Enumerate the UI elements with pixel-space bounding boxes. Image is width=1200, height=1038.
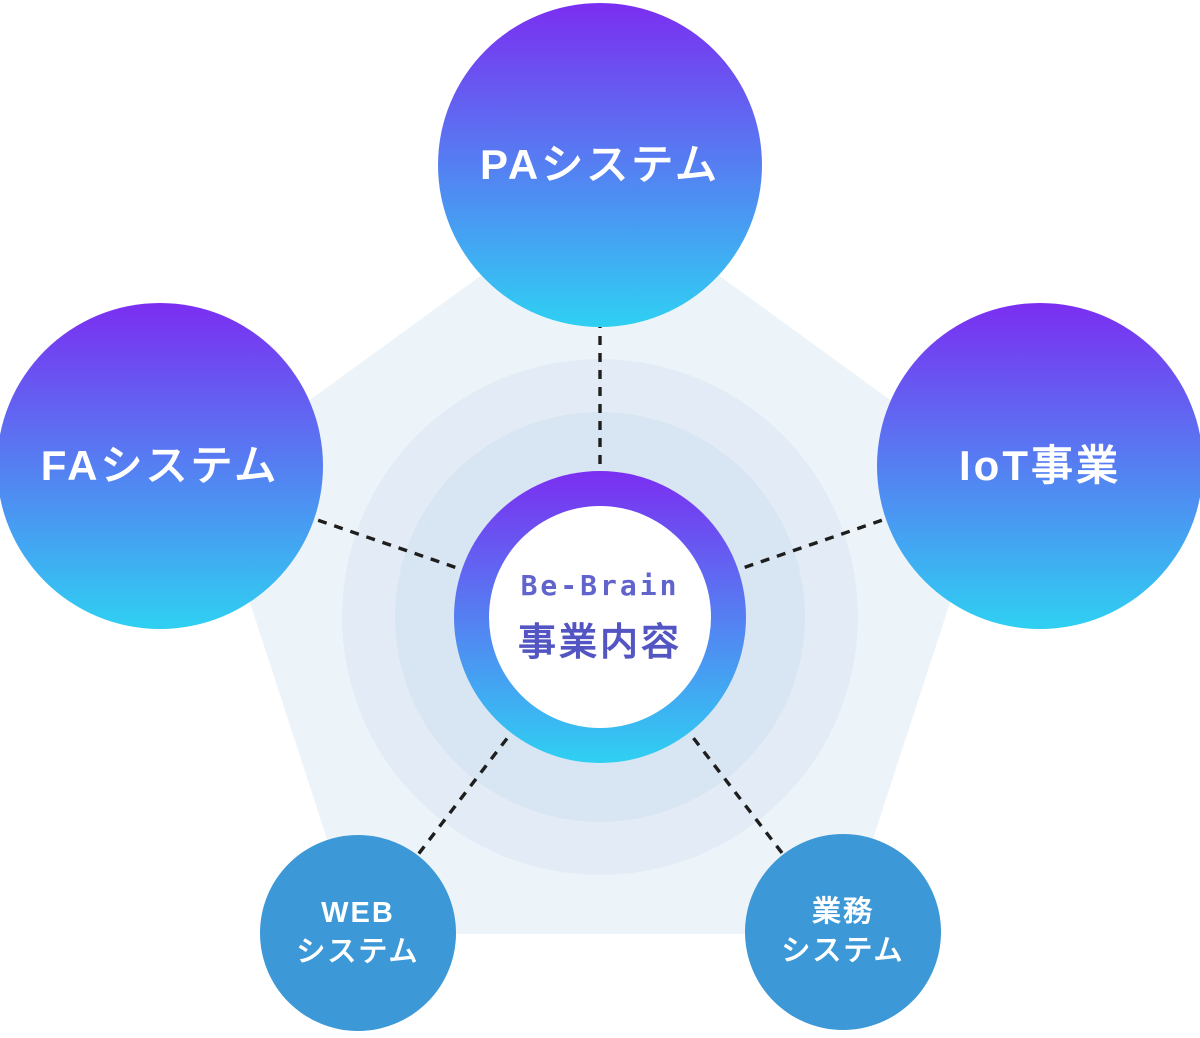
node-label: IoT事業	[959, 441, 1121, 489]
diagram-node-gyomu-system: 業務 システム	[745, 834, 941, 1030]
node-label: FAシステム	[40, 441, 280, 489]
diagram-node-pa-system: PAシステム	[438, 3, 762, 327]
center-hub: Be-Brain 事業内容	[489, 506, 711, 728]
diagram-node-iot-business: IoT事業	[877, 303, 1200, 629]
node-label-line2: システム	[296, 936, 420, 968]
diagram-node-fa-system: FAシステム	[0, 303, 323, 629]
center-hub-ring: Be-Brain 事業内容	[454, 471, 746, 763]
node-label: 業務 システム	[781, 893, 904, 971]
node-label-line1: WEB	[321, 896, 395, 929]
node-label: PAシステム	[480, 140, 720, 188]
node-label-line1: 業務	[811, 895, 874, 928]
node-label: WEB システム	[296, 894, 419, 972]
diagram-node-web-system: WEB システム	[260, 835, 456, 1031]
center-title: Be-Brain	[520, 568, 680, 602]
center-subtitle: 事業内容	[517, 621, 682, 664]
node-label-line2: システム	[781, 935, 905, 967]
